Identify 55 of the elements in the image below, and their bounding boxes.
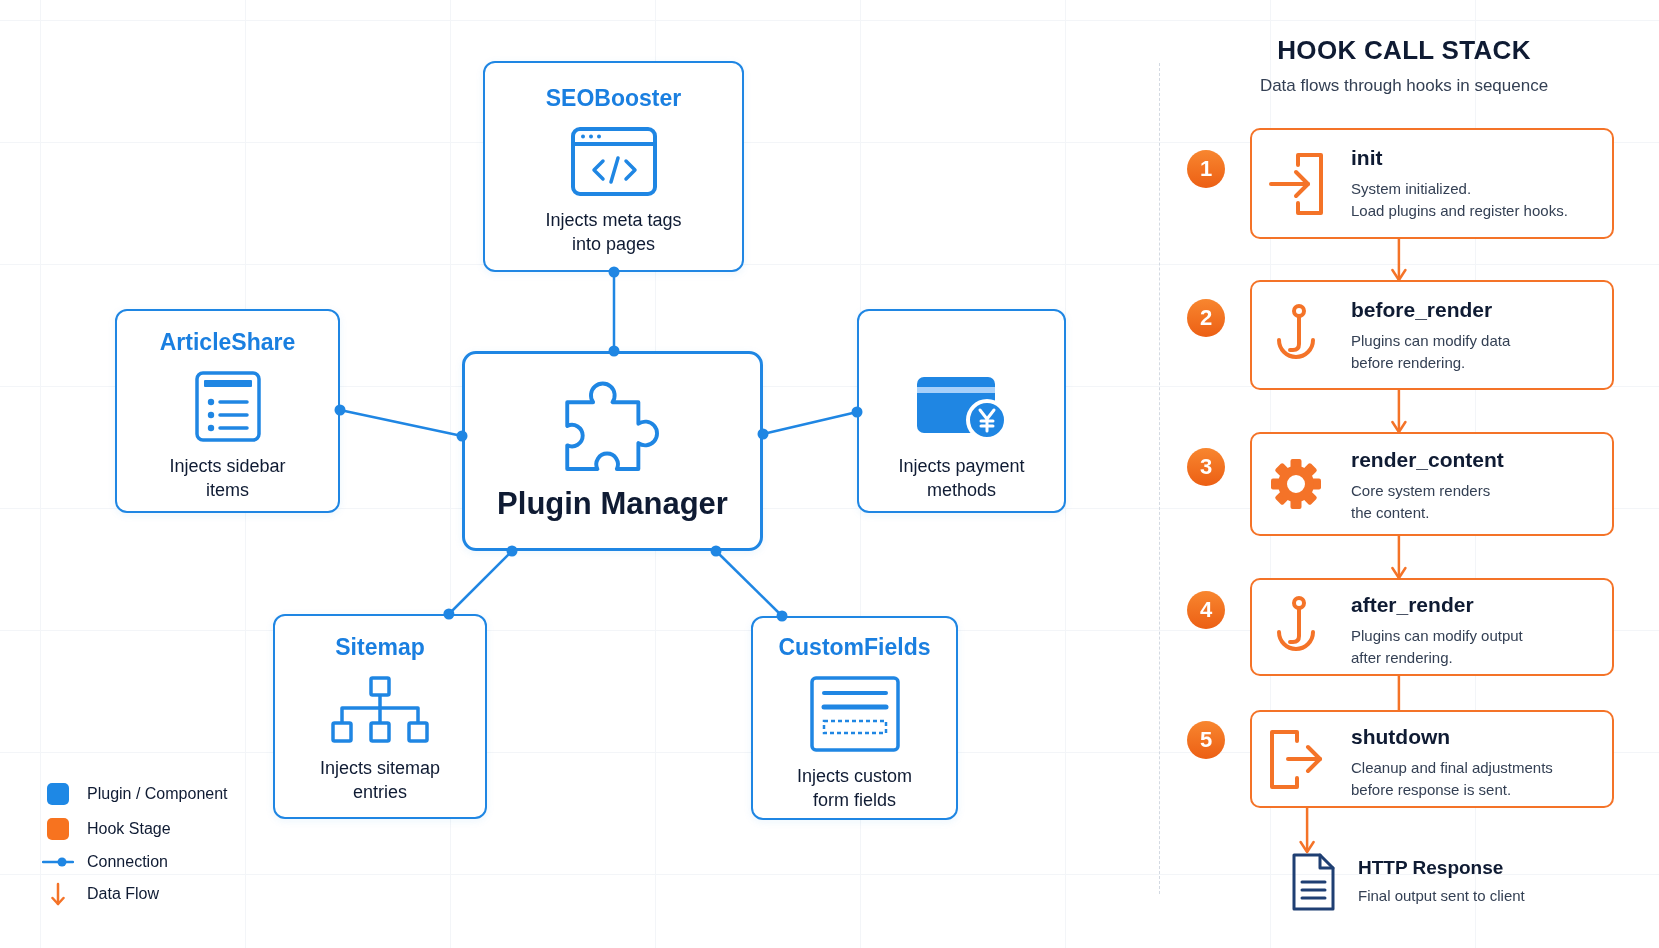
step-number: 1: [1187, 150, 1225, 188]
hook-title: init: [1351, 145, 1383, 171]
hook-title: after_render: [1351, 592, 1474, 618]
legend-label: Data Flow: [87, 884, 160, 904]
hub-title: Plugin Manager: [497, 485, 728, 523]
plugin-title: SEOBooster: [545, 84, 682, 113]
plugin-description: Injects payment methods: [897, 455, 1026, 502]
step-number: 5: [1187, 721, 1225, 759]
hook-title: before_render: [1351, 297, 1493, 323]
panel-subtitle: Data flows through hooks in sequence: [1259, 75, 1549, 97]
hook-description: Load plugins and register hooks.: [1351, 201, 1568, 221]
flow-arrow: [1391, 239, 1407, 282]
legend-label: Hook Stage: [87, 819, 171, 839]
plugin-card: [273, 614, 487, 819]
connector-line: [1397, 676, 1401, 710]
plugin-title: Sitemap: [335, 633, 425, 662]
plugin-title: ArticleShare: [159, 328, 296, 357]
panel-heading: HOOK CALL STACK: [1277, 34, 1531, 66]
hook-stage-card: [1250, 432, 1614, 536]
flow-arrow: [1391, 390, 1407, 434]
connector-line: [608, 266, 620, 357]
plugin-card: [751, 616, 958, 820]
hook-description: Cleanup and final adjustments before response is sent.: [1351, 758, 1554, 800]
step-number: 4: [1187, 591, 1225, 629]
plugin-card: [857, 309, 1066, 513]
step-number: 2: [1187, 299, 1225, 337]
hook-description: System initialized.: [1351, 179, 1472, 199]
flow-arrow: [1391, 536, 1407, 580]
plugin-description: Injects meta tags into pages: [544, 209, 683, 256]
plugin-card: [483, 61, 744, 272]
plugin-card: [115, 309, 340, 513]
connector-line: [443, 545, 518, 620]
hook-stage-card: [1250, 128, 1614, 239]
hub-card: [462, 351, 763, 551]
connector-line: [334, 404, 468, 442]
step-number: 3: [1187, 448, 1225, 486]
hook-description: Plugins can modify data before rendering.: [1351, 331, 1512, 373]
hook-stage-card: [1250, 578, 1614, 676]
hook-description: Core system renders the content.: [1351, 481, 1492, 523]
flow-arrow: [1299, 808, 1315, 854]
connector-line: [710, 545, 788, 622]
plugin-description: Injects sitemap entries: [318, 757, 442, 804]
hook-title: render_content: [1351, 447, 1504, 473]
plugin-description: Injects sidebar items: [168, 455, 287, 502]
plugin-description: Injects custom form fields: [795, 765, 913, 812]
hook-title: shutdown: [1351, 724, 1451, 750]
hook-stage-card: [1250, 280, 1614, 390]
connector-line: [757, 406, 863, 440]
hook-description: Plugins can modify output after rendering.: [1351, 626, 1524, 668]
hook-stage-card: [1250, 710, 1614, 808]
legend-label: Plugin / Component: [87, 784, 228, 804]
legend-label: Connection: [87, 852, 168, 872]
response-title: HTTP Response: [1358, 856, 1504, 880]
plugin-title: CustomFields: [778, 633, 931, 662]
response-description: Final output sent to client: [1358, 886, 1525, 906]
